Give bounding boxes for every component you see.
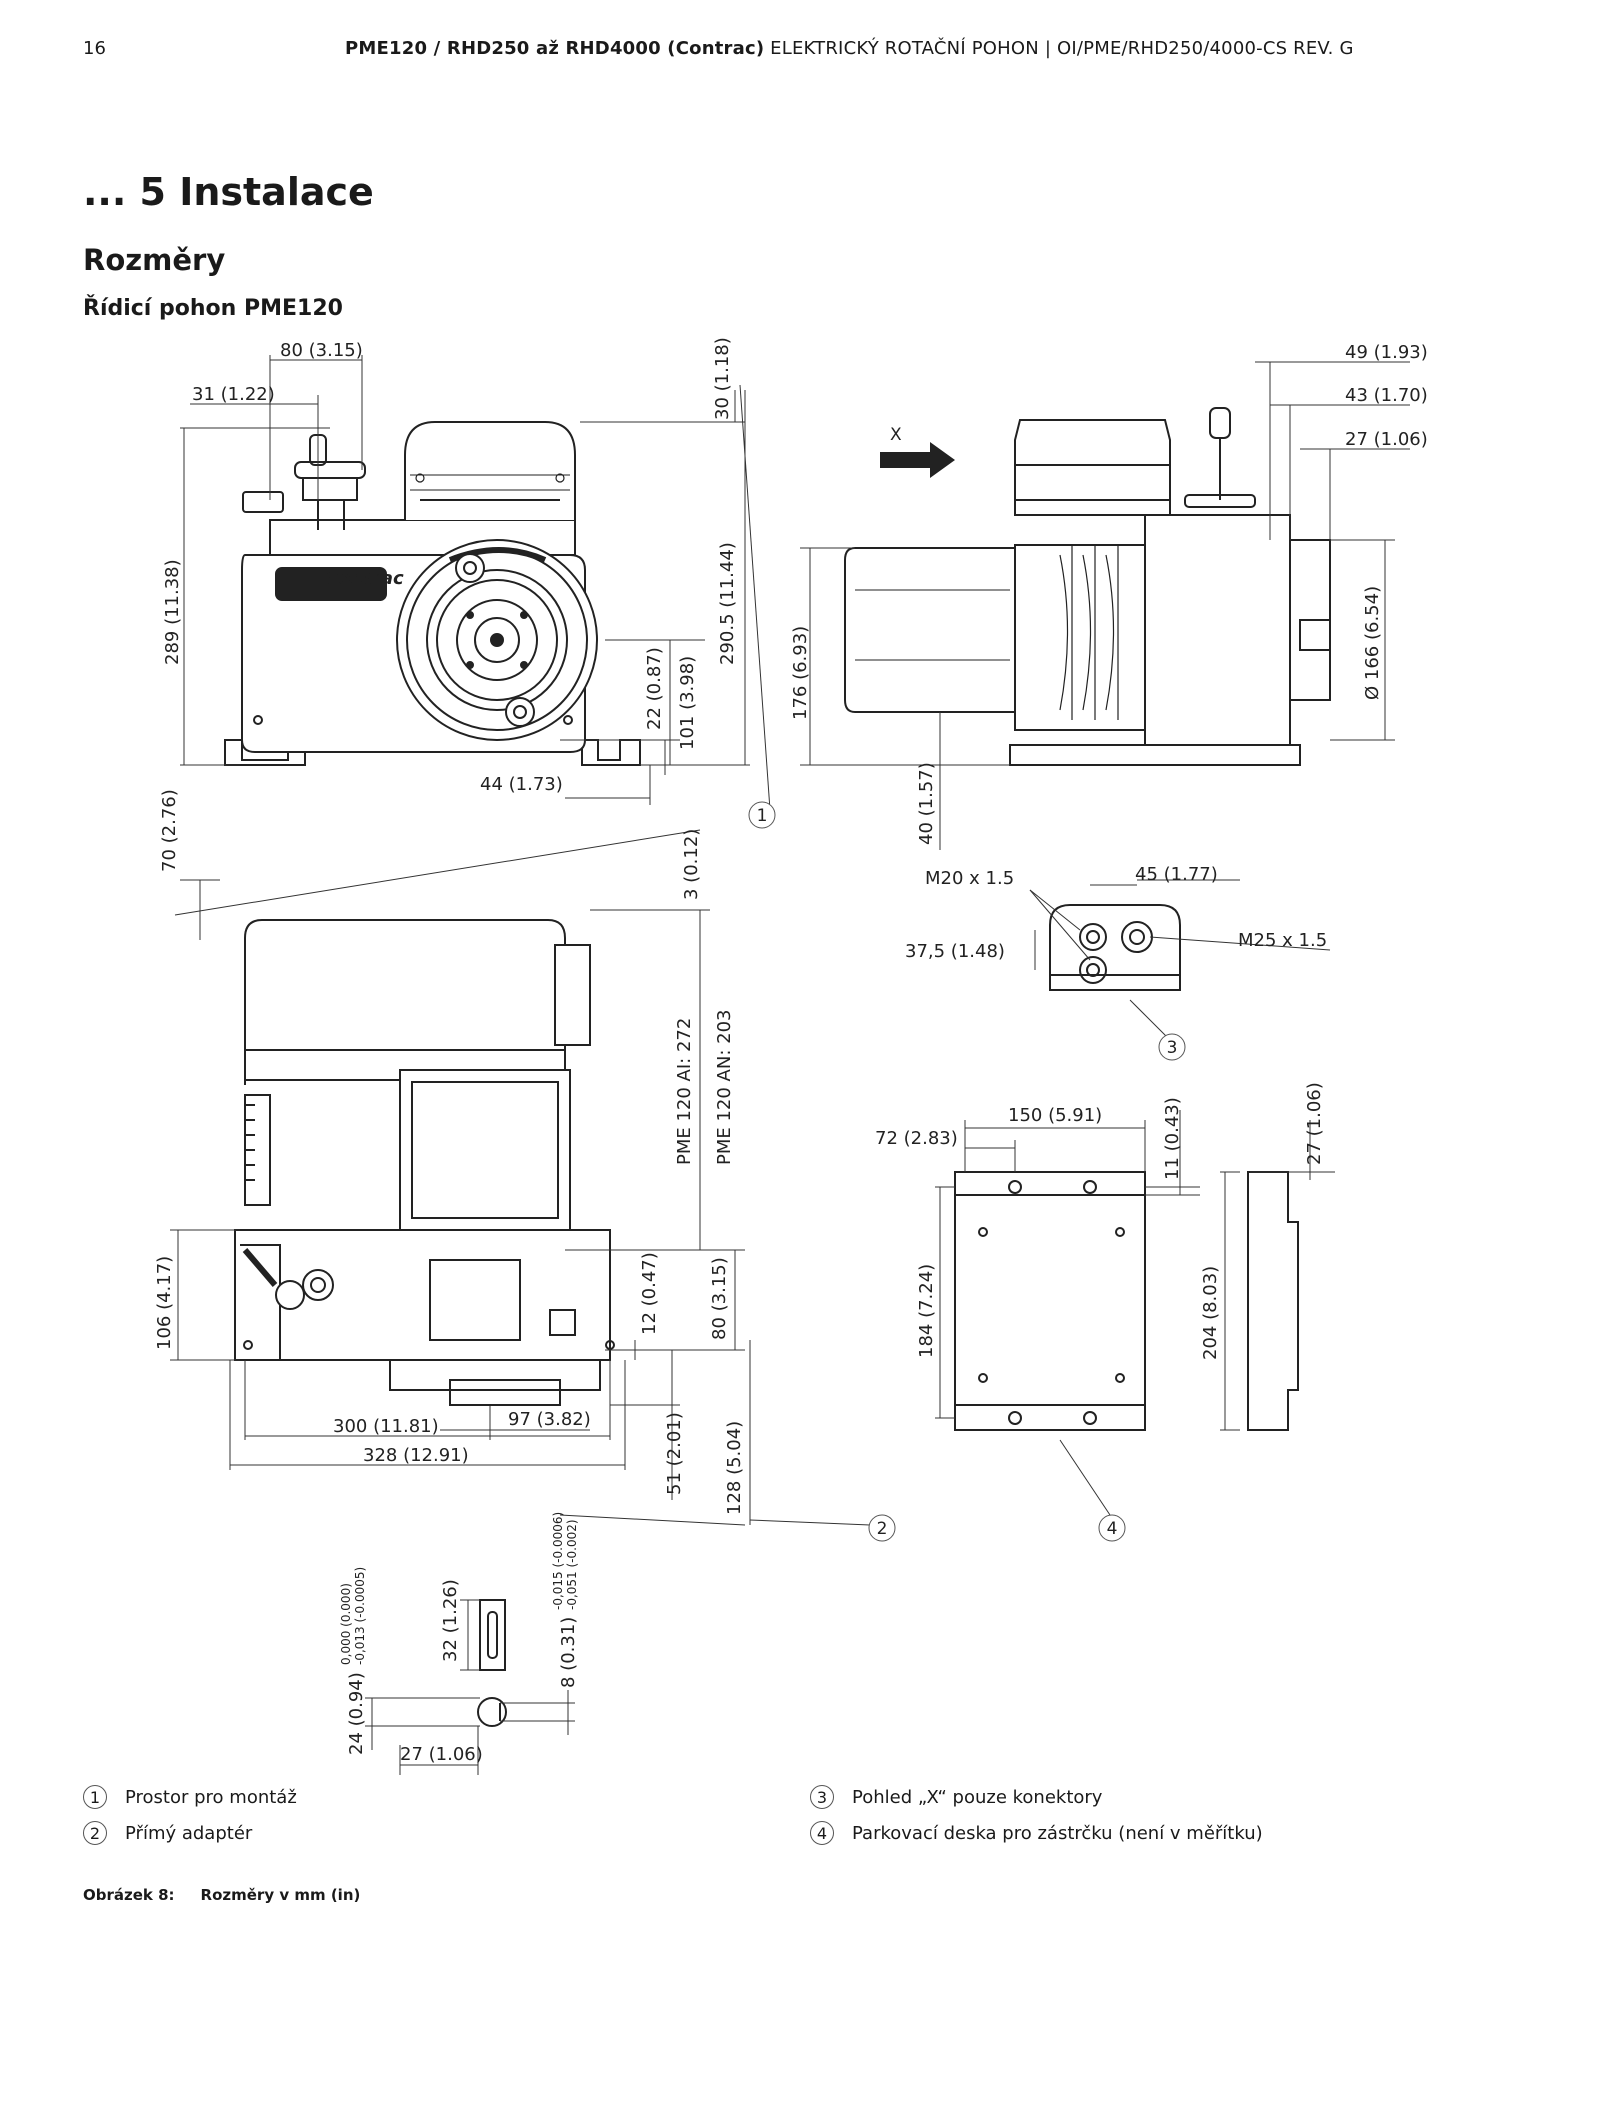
legend-text: Přímý adaptér bbox=[125, 1822, 253, 1844]
legend-item-4: 4 Parkovací deska pro zástrčku (není v m… bbox=[810, 1821, 1263, 1845]
callout-3: 3 bbox=[1158, 1033, 1186, 1061]
connector-view-dimensions bbox=[1029, 879, 1331, 1041]
svg-text:31 (1.22): 31 (1.22) bbox=[192, 384, 275, 405]
legend-item-2: 2 Přímý adaptér bbox=[83, 1821, 252, 1845]
legend-text: Pohled „X“ pouze konektory bbox=[852, 1786, 1103, 1808]
svg-text:11 (0.43): 11 (0.43) bbox=[1162, 1097, 1183, 1180]
svg-text:-0,051 (-0.002): -0,051 (-0.002) bbox=[565, 1519, 579, 1610]
svg-text:27 (1.06): 27 (1.06) bbox=[400, 1744, 483, 1765]
chapter-title: ... 5 Instalace bbox=[83, 170, 374, 214]
svg-text:70 (2.76): 70 (2.76) bbox=[159, 789, 180, 872]
svg-text:204 (8.03): 204 (8.03) bbox=[1200, 1266, 1221, 1360]
legend-number: 3 bbox=[810, 1785, 834, 1809]
callout-4: 4 bbox=[1098, 1514, 1126, 1542]
legend-text: Parkovací deska pro zástrčku (není v měř… bbox=[852, 1822, 1263, 1844]
svg-text:97 (3.82): 97 (3.82) bbox=[508, 1409, 591, 1430]
header-title-regular: ELEKTRICKÝ ROTAČNÍ POHON | OI/PME/RHD250… bbox=[764, 38, 1354, 59]
running-header: PME120 / RHD250 až RHD4000 (Contrac) ELE… bbox=[345, 38, 1354, 59]
svg-text:-0,015 (-0.0006): -0,015 (-0.0006) bbox=[551, 1512, 565, 1610]
callouts: 1 2 3 4 bbox=[748, 801, 1186, 1542]
svg-text:80 (3.15): 80 (3.15) bbox=[709, 1257, 730, 1340]
legend-number: 4 bbox=[810, 1821, 834, 1845]
svg-text:44 (1.73): 44 (1.73) bbox=[480, 774, 563, 795]
svg-text:150 (5.91): 150 (5.91) bbox=[1008, 1105, 1102, 1126]
svg-text:45 (1.77): 45 (1.77) bbox=[1135, 864, 1218, 885]
header-title-bold: PME120 / RHD250 až RHD4000 (Contrac) bbox=[345, 38, 765, 59]
svg-text:24 (0.94): 24 (0.94) bbox=[346, 1672, 367, 1755]
subsection-title: Řídicí pohon PME120 bbox=[83, 296, 343, 321]
svg-text:184 (7.24): 184 (7.24) bbox=[916, 1264, 937, 1358]
svg-text:22 (0.87): 22 (0.87) bbox=[644, 647, 665, 730]
callout-2: 2 bbox=[868, 1514, 896, 1542]
brand-label: Contrac bbox=[325, 568, 404, 589]
svg-text:51 (2.01): 51 (2.01) bbox=[664, 1412, 685, 1495]
svg-text:328 (12.91): 328 (12.91) bbox=[363, 1445, 469, 1466]
shaft-detail bbox=[477, 1599, 507, 1727]
page-number: 16 bbox=[83, 38, 106, 59]
shaft-detail-labels: 32 (1.26) 27 (1.06) 24 (0.94) 0,000 (0.0… bbox=[339, 1512, 579, 1765]
figure-caption-number: Obrázek 8: bbox=[83, 1886, 175, 1904]
svg-text:27 (1.06): 27 (1.06) bbox=[1304, 1082, 1325, 1165]
top-view bbox=[234, 919, 615, 1406]
view-arrow-label: X bbox=[890, 425, 902, 445]
section-title: Rozměry bbox=[83, 243, 226, 277]
front-view bbox=[224, 421, 641, 766]
figure-caption: Obrázek 8: Rozměry v mm (in) bbox=[83, 1886, 360, 1904]
svg-text:106 (4.17): 106 (4.17) bbox=[154, 1256, 175, 1350]
svg-text:Ø 166 (6.54): Ø 166 (6.54) bbox=[1362, 586, 1383, 700]
callout-1: 1 bbox=[748, 801, 776, 829]
figure-caption-text: Rozměry v mm (in) bbox=[200, 1886, 361, 1904]
svg-text:-0,013 (-0.0005): -0,013 (-0.0005) bbox=[353, 1567, 367, 1665]
svg-text:289 (11.38): 289 (11.38) bbox=[162, 559, 183, 665]
svg-text:1: 1 bbox=[757, 806, 768, 826]
svg-text:M20 x 1.5: M20 x 1.5 bbox=[925, 868, 1014, 889]
svg-text:M25 x 1.5: M25 x 1.5 bbox=[1238, 930, 1327, 951]
legend-number: 2 bbox=[83, 1821, 107, 1845]
side-view-dimensions bbox=[800, 361, 1410, 850]
front-view-dimension-labels: 80 (3.15) 31 (1.22) 30 (1.18) 289 (11.38… bbox=[159, 337, 738, 900]
side-view-dimension-labels: 49 (1.93) 43 (1.70) 27 (1.06) 176 (6.93)… bbox=[790, 342, 1428, 845]
parking-plate-dimension-labels: 150 (5.91) 72 (2.83) 11 (0.43) 27 (1.06)… bbox=[875, 1082, 1325, 1360]
svg-text:3 (0.12): 3 (0.12) bbox=[681, 829, 702, 900]
legend-item-3: 3 Pohled „X“ pouze konektory bbox=[810, 1785, 1102, 1809]
svg-text:8 (0.31): 8 (0.31) bbox=[558, 1617, 579, 1688]
connector-view-labels: M20 x 1.5 45 (1.77) M25 x 1.5 37,5 (1.48… bbox=[905, 864, 1327, 962]
legend-item-1: 1 Prostor pro montáž bbox=[83, 1785, 297, 1809]
legend-number: 1 bbox=[83, 1785, 107, 1809]
svg-text:43 (1.70): 43 (1.70) bbox=[1345, 385, 1428, 406]
parking-plate-dimensions bbox=[935, 1110, 1335, 1516]
svg-text:128 (5.04): 128 (5.04) bbox=[724, 1421, 745, 1515]
svg-text:30 (1.18): 30 (1.18) bbox=[712, 337, 733, 420]
parking-plate bbox=[954, 1171, 1299, 1431]
side-view bbox=[844, 407, 1331, 766]
svg-text:4: 4 bbox=[1107, 1519, 1118, 1539]
svg-text:80 (3.15): 80 (3.15) bbox=[280, 340, 363, 361]
svg-text:101 (3.98): 101 (3.98) bbox=[677, 656, 698, 750]
svg-text:32 (1.26): 32 (1.26) bbox=[440, 1579, 461, 1662]
svg-text:0,000 (0.000): 0,000 (0.000) bbox=[339, 1583, 353, 1665]
svg-text:40 (1.57): 40 (1.57) bbox=[916, 762, 937, 845]
svg-text:290.5 (11.44): 290.5 (11.44) bbox=[717, 542, 738, 665]
view-x-arrow-icon bbox=[880, 442, 955, 478]
svg-text:72 (2.83): 72 (2.83) bbox=[875, 1128, 958, 1149]
top-view-dimensions bbox=[170, 909, 871, 1526]
svg-text:300 (11.81): 300 (11.81) bbox=[333, 1416, 439, 1437]
front-view-dimensions bbox=[174, 355, 771, 940]
svg-text:PME 120 AI: 272: PME 120 AI: 272 bbox=[674, 1018, 695, 1165]
connector-view bbox=[1049, 904, 1181, 991]
svg-text:2: 2 bbox=[877, 1519, 888, 1539]
svg-text:176 (6.93): 176 (6.93) bbox=[790, 626, 811, 720]
top-view-dimension-labels: PME 120 AI: 272 PME 120 AN: 203 106 (4.1… bbox=[154, 1010, 745, 1515]
svg-text:PME 120 AN: 203: PME 120 AN: 203 bbox=[714, 1010, 735, 1165]
legend-text: Prostor pro montáž bbox=[125, 1786, 297, 1808]
svg-text:37,5 (1.48): 37,5 (1.48) bbox=[905, 941, 1005, 962]
svg-text:3: 3 bbox=[1167, 1038, 1178, 1058]
svg-text:49 (1.93): 49 (1.93) bbox=[1345, 342, 1428, 363]
svg-text:12 (0.47): 12 (0.47) bbox=[639, 1252, 660, 1335]
svg-text:27 (1.06): 27 (1.06) bbox=[1345, 429, 1428, 450]
shaft-detail-dimensions bbox=[365, 1514, 746, 1775]
